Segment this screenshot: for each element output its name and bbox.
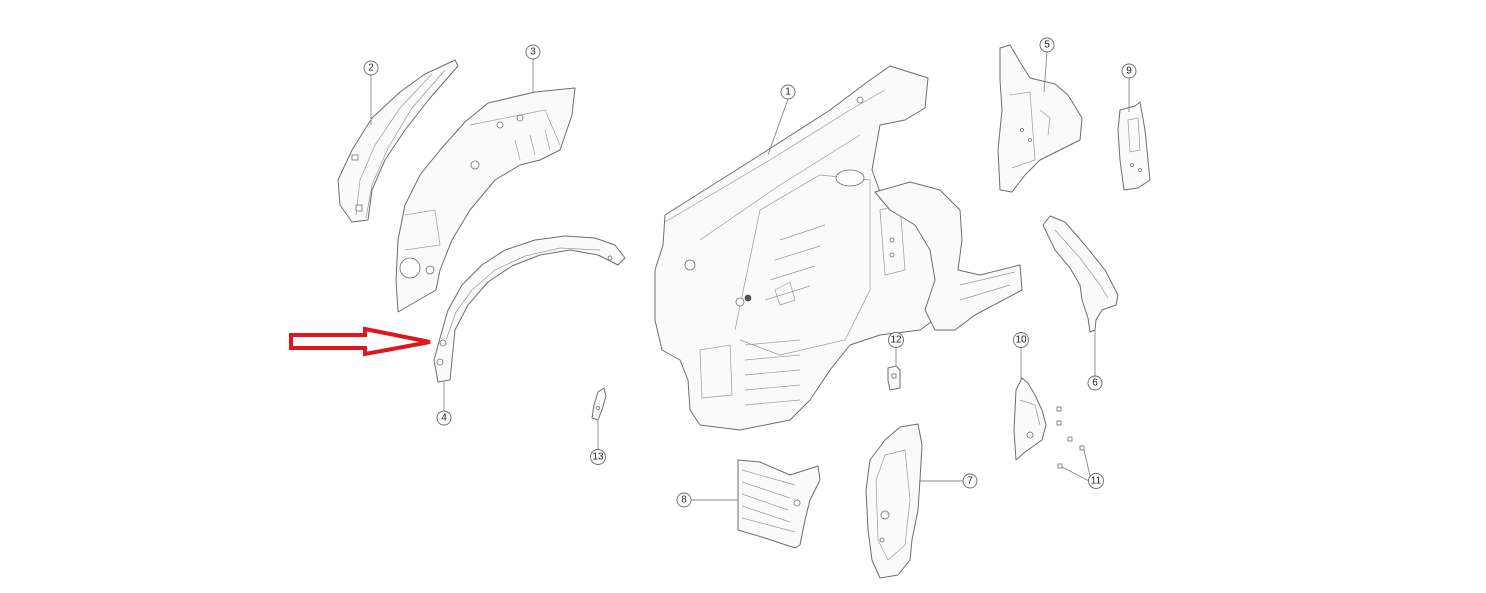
- callout-6: 6: [1087, 375, 1103, 391]
- callout-12: 12: [888, 332, 904, 348]
- svg-text:12: 12: [890, 335, 902, 346]
- part-9: [1117, 101, 1151, 191]
- part-5: [997, 44, 1083, 193]
- part-1: [654, 65, 959, 431]
- callout-1: 1: [780, 84, 796, 100]
- callout-7: 7: [962, 473, 978, 489]
- callout-3: 3: [525, 44, 541, 60]
- callout-2: 2: [363, 60, 379, 76]
- part-6: [1042, 215, 1119, 333]
- svg-text:6: 6: [1092, 378, 1098, 389]
- part-12: [887, 365, 901, 391]
- leader-lines: [370, 51, 1130, 501]
- part-4: [433, 235, 626, 383]
- part-13: [591, 387, 607, 421]
- callout-11: 11: [1088, 473, 1104, 489]
- part-3: [395, 87, 576, 313]
- svg-text:11: 11: [1091, 476, 1102, 487]
- svg-text:8: 8: [681, 495, 687, 506]
- callout-13: 13: [590, 449, 606, 465]
- svg-text:9: 9: [1126, 66, 1132, 77]
- svg-text:13: 13: [592, 452, 604, 463]
- part-2: [337, 59, 459, 223]
- svg-text:7: 7: [967, 476, 973, 487]
- highlight-arrow: [289, 326, 431, 357]
- part-1-arch: [874, 181, 1023, 331]
- svg-text:3: 3: [530, 47, 536, 58]
- svg-text:5: 5: [1044, 40, 1050, 51]
- callout-10: 10: [1013, 332, 1029, 348]
- svg-text:10: 10: [1015, 335, 1027, 346]
- part-7: [865, 423, 923, 579]
- callout-9: 9: [1121, 63, 1137, 79]
- part-8: [737, 459, 821, 549]
- svg-text:1: 1: [785, 87, 791, 98]
- part-11: [1056, 406, 1085, 469]
- svg-text:4: 4: [441, 413, 447, 424]
- svg-text:2: 2: [368, 63, 374, 74]
- callout-5: 5: [1039, 37, 1055, 53]
- callout-4: 4: [436, 410, 452, 426]
- part-10: [1013, 377, 1047, 461]
- callout-8: 8: [676, 492, 692, 508]
